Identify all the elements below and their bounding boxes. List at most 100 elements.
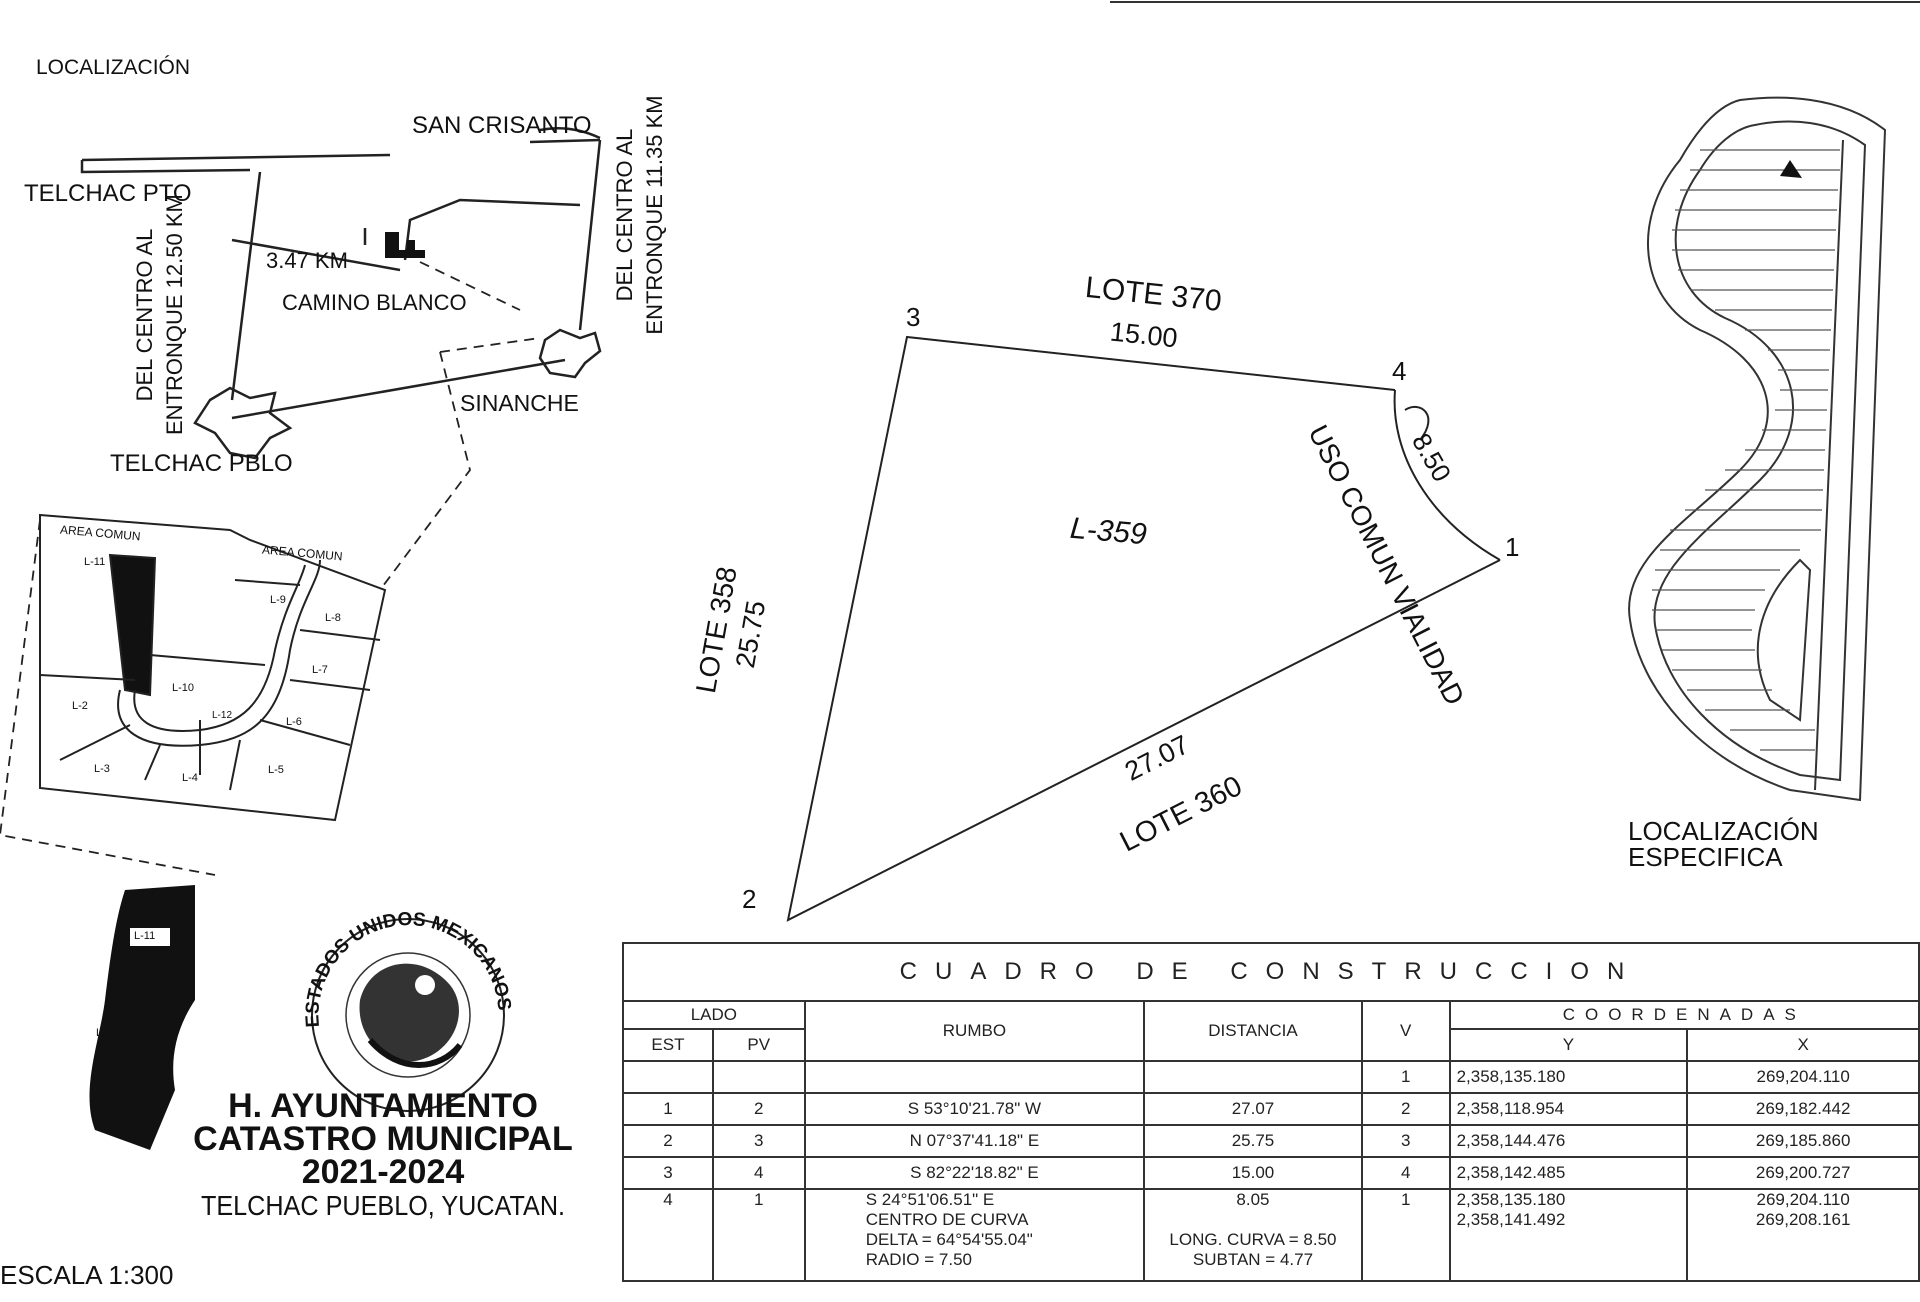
inset-road-loop-inner bbox=[133, 564, 306, 732]
authority-line-1: H. AYUNTAMIENTO bbox=[228, 1087, 538, 1125]
cell-rumbo-curve: S 24°51'06.51" E CENTRO DE CURVA DELTA =… bbox=[803, 1188, 1146, 1282]
cell-x-curve: 269,204.110 269,208.161 bbox=[1686, 1188, 1920, 1282]
inset-black-area bbox=[108, 553, 157, 697]
table-row: 1 2,358,135.180 269,204.110 bbox=[622, 1060, 1920, 1094]
cell-rumbo bbox=[803, 1060, 1146, 1094]
lot-boundary bbox=[786, 335, 1501, 922]
town-sinanche bbox=[538, 328, 602, 379]
curve-long: LONG. CURVA = 8.50 bbox=[1169, 1230, 1337, 1249]
road-camino-blanco bbox=[403, 198, 581, 261]
label-camino-blanco: CAMINO BLANCO bbox=[282, 290, 467, 315]
inset-lot-line bbox=[299, 629, 381, 641]
lot-label: L-6 bbox=[286, 716, 302, 728]
label-entronque-east: ENTRONQUE 11.35 KM bbox=[642, 95, 667, 335]
cell-distancia: 27.07 bbox=[1143, 1092, 1363, 1126]
location-map bbox=[80, 127, 602, 460]
label-distance-east: DEL CENTRO AL ENTRONQUE 11.35 KM bbox=[610, 95, 670, 335]
lot-label: L-3 bbox=[94, 763, 110, 775]
authority-block: H. AYUNTAMIENTO CATASTRO MUNICIPAL 2021-… bbox=[168, 1087, 598, 1222]
header-est: EST bbox=[622, 1028, 714, 1062]
table-title-row: CUADRO DE CONSTRUCCION bbox=[622, 942, 1920, 1002]
curve-centro-y: 2,358,141.492 bbox=[1456, 1210, 1566, 1229]
road-san-crisanto bbox=[529, 138, 601, 144]
label-telchac-pblo: TELCHAC PBLO bbox=[110, 450, 293, 477]
curve-radio: RADIO = 7.50 bbox=[865, 1250, 972, 1269]
road-sinanche bbox=[231, 358, 566, 420]
construction-table: CUADRO DE CONSTRUCCION LADO RUMBO DISTAN… bbox=[622, 942, 1920, 1302]
vertex-1-label: 1 bbox=[1505, 532, 1520, 562]
cell-v: 4 bbox=[1360, 1156, 1451, 1190]
lot-label: L-2 bbox=[72, 700, 88, 712]
cell-pv: 4 bbox=[711, 1156, 806, 1190]
town-san-crisanto bbox=[539, 127, 601, 140]
inset-road-loop bbox=[117, 559, 321, 747]
table-row-curve: 4 1 S 24°51'06.51" E CENTRO DE CURVA DEL… bbox=[622, 1188, 1920, 1282]
localizacion-label: LOCALIZACIÓN bbox=[36, 56, 191, 79]
inset-outline bbox=[39, 513, 387, 822]
cell-pv: 2 bbox=[711, 1092, 806, 1126]
cell-pv: 3 bbox=[711, 1124, 806, 1158]
dash-2 bbox=[379, 351, 471, 591]
vertex-2-label: 2 bbox=[742, 884, 757, 914]
table-row: 1 2 S 53°10'21.78" W 27.07 2 2,358,118.9… bbox=[622, 1092, 1920, 1126]
curve-subtan: SUBTAN = 4.77 bbox=[1192, 1250, 1314, 1269]
lot-label: L-11 bbox=[84, 556, 106, 568]
cell-est: 4 bbox=[622, 1188, 714, 1282]
dash-3 bbox=[439, 337, 541, 353]
subdivision-inset bbox=[39, 513, 387, 822]
cell-x: 269,200.727 bbox=[1686, 1156, 1920, 1190]
lot-curve bbox=[1393, 389, 1501, 561]
cell-rumbo: S 82°22'18.82" E bbox=[803, 1156, 1146, 1190]
cell-rumbo: S 24°51'06.51" E bbox=[865, 1190, 995, 1209]
cell-y-curve: 2,358,135.180 2,358,141.492 bbox=[1448, 1188, 1689, 1282]
lot-label: L-9 bbox=[270, 594, 286, 606]
town-telchac-pblo bbox=[193, 386, 293, 460]
label-san-crisanto: SAN CRISANTO bbox=[412, 112, 592, 139]
cell-x: 269,204.110 bbox=[1756, 1190, 1850, 1209]
cell-distancia: 25.75 bbox=[1143, 1124, 1363, 1158]
authority-line-2: CATASTRO MUNICIPAL bbox=[193, 1120, 573, 1158]
mexico-seal bbox=[311, 918, 505, 1112]
construction-table-grid: CUADRO DE CONSTRUCCION LADO RUMBO DISTAN… bbox=[622, 942, 1920, 1282]
cell-rumbo: N 07°37'41.18" E bbox=[803, 1124, 1146, 1158]
inset-lot-line bbox=[229, 739, 241, 791]
cell-distancia bbox=[1143, 1060, 1363, 1094]
cell-distancia: 8.05 bbox=[1236, 1190, 1270, 1209]
cell-x: 269,182.442 bbox=[1686, 1092, 1920, 1126]
curve-delta: DELTA = 64°54'55.04" bbox=[865, 1230, 1033, 1249]
scale-label: ESCALA 1:300 bbox=[0, 1260, 174, 1290]
label-distance-west: DEL CENTRO AL ENTRONQUE 12.50 KM bbox=[130, 194, 190, 435]
cell-v: 1 bbox=[1360, 1188, 1451, 1282]
header-x: X bbox=[1686, 1028, 1920, 1062]
cell-distancia-curve: 8.05 LONG. CURVA = 8.50 SUBTAN = 4.77 bbox=[1143, 1188, 1363, 1282]
specific-marker bbox=[1780, 160, 1802, 178]
authority-line-3: 2021-2024 bbox=[301, 1153, 465, 1191]
label-localizacion-especifica: LOCALIZACIÓN ESPECIFICA bbox=[1628, 818, 1819, 870]
coast-line bbox=[80, 160, 251, 174]
lot-id-label: L-359 bbox=[1068, 511, 1149, 552]
specific-inner bbox=[1653, 120, 1867, 782]
road-east bbox=[578, 139, 602, 331]
lot-label: L-8 bbox=[325, 612, 341, 624]
inset-lot-line bbox=[289, 679, 371, 691]
strip-label-box bbox=[130, 928, 170, 946]
cell-y: 2,358,142.485 bbox=[1448, 1156, 1689, 1190]
inset-lot-line bbox=[39, 674, 136, 681]
inset-lot-line bbox=[144, 744, 161, 781]
header-pv: PV bbox=[711, 1028, 806, 1062]
lot-label: L-12 bbox=[212, 710, 233, 721]
header-lado: LADO bbox=[622, 1000, 806, 1030]
label-del-centro-east: DEL CENTRO AL bbox=[612, 128, 637, 302]
lot-plan bbox=[786, 335, 1501, 922]
inset-lot-line bbox=[259, 719, 351, 746]
cell-pv: 1 bbox=[711, 1188, 806, 1282]
curve-centro-label: CENTRO DE CURVA bbox=[865, 1210, 1029, 1229]
dashed-connectors bbox=[0, 261, 541, 876]
cell-x: 269,185.860 bbox=[1686, 1124, 1920, 1158]
label-sinanche: SINANCHE bbox=[460, 390, 579, 416]
curve-leader bbox=[1404, 405, 1430, 441]
strip-lot bbox=[89, 885, 195, 1150]
header-coordenadas: COORDENADAS bbox=[1448, 1000, 1920, 1030]
strip-lot-label: L-11 bbox=[134, 930, 156, 942]
